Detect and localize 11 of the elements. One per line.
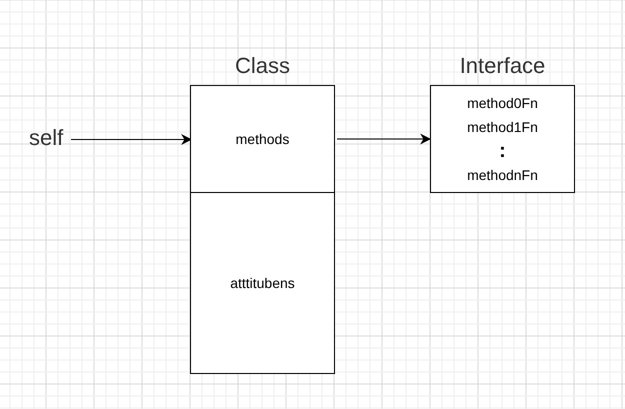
- arrow: [70, 134, 192, 145]
- section-label: methods: [236, 131, 290, 147]
- self-label: self: [29, 125, 64, 151]
- arrow: [336, 134, 432, 144]
- method-name: method1Fn: [466, 118, 539, 137]
- section-label: atttitubens: [230, 275, 295, 291]
- method-name: method0Fn: [466, 94, 539, 113]
- method-name: :: [498, 141, 507, 164]
- box-heading: Interface: [458, 53, 546, 79]
- method-name: methodnFn: [466, 166, 539, 185]
- box-heading: Class: [234, 53, 291, 79]
